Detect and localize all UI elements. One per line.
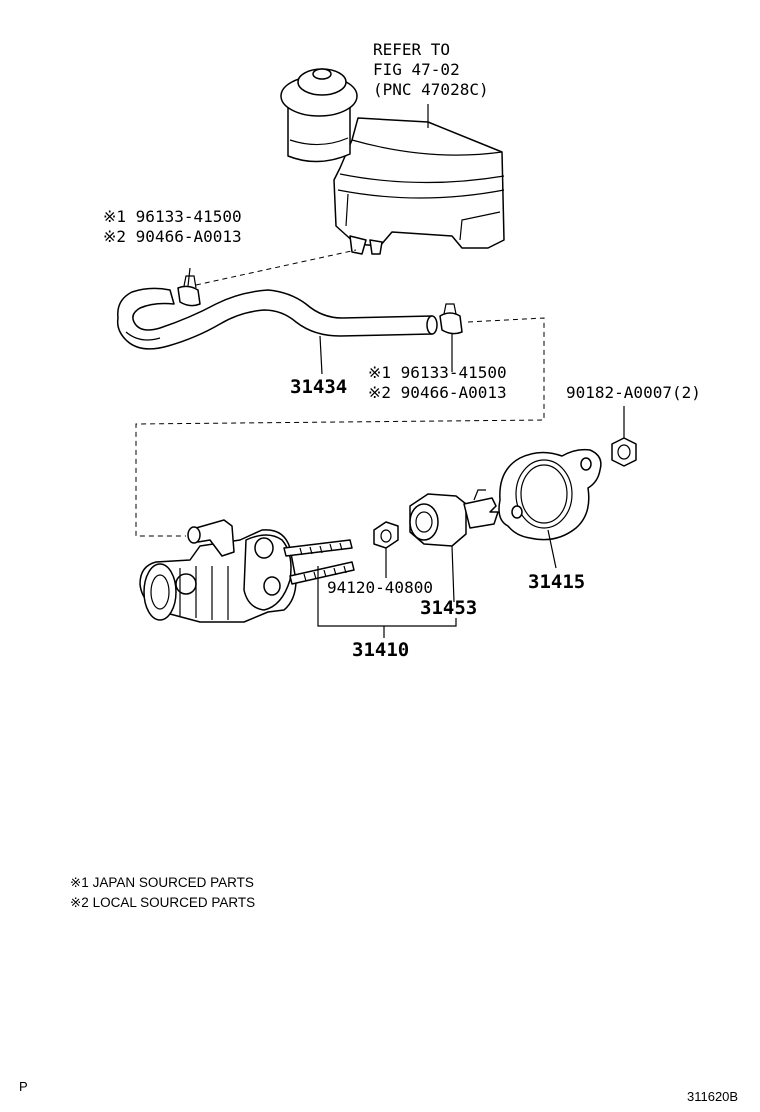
bushing-nut	[373, 521, 399, 549]
note-local-sourced: ※2 LOCAL SOURCED PARTS	[70, 895, 255, 910]
reservoir-tank	[280, 68, 505, 255]
master-cylinder-body	[139, 519, 355, 623]
master-cylinder-part-number: 31410	[352, 639, 409, 661]
nut-part-number: 90182-A0007(2)	[566, 383, 701, 402]
clip-top-local-part: ※2 90466-A0013	[103, 227, 242, 246]
note-japan-sourced: ※1 JAPAN SOURCED PARTS	[70, 875, 254, 890]
push-rod-assembly	[409, 489, 499, 547]
reservoir-hose	[116, 287, 438, 350]
flange-nut	[611, 437, 637, 467]
corner-mark: P	[19, 1079, 28, 1094]
reference-line-3: (PNC 47028C)	[373, 80, 489, 99]
hose-part-number: 31434	[290, 376, 347, 398]
gasket-part-number: 31415	[528, 571, 585, 593]
reference-line-2: FIG 47-02	[373, 60, 460, 79]
clip-middle-japan-part: ※1 96133-41500	[368, 363, 507, 382]
push-rod-part-number: 31453	[420, 597, 477, 619]
reference-line-1: REFER TO	[373, 40, 450, 59]
figure-code: 311620B	[687, 1089, 738, 1104]
hose-clip-top	[177, 275, 201, 307]
clip-middle-local-part: ※2 90466-A0013	[368, 383, 507, 402]
hose-route-dashed-line	[135, 249, 545, 537]
bushing-part-number: 94120-40800	[327, 578, 433, 597]
hose-clip-middle	[439, 303, 463, 335]
clip-top-japan-part: ※1 96133-41500	[103, 207, 242, 226]
gasket	[498, 448, 602, 541]
leader-lines	[187, 104, 625, 638]
